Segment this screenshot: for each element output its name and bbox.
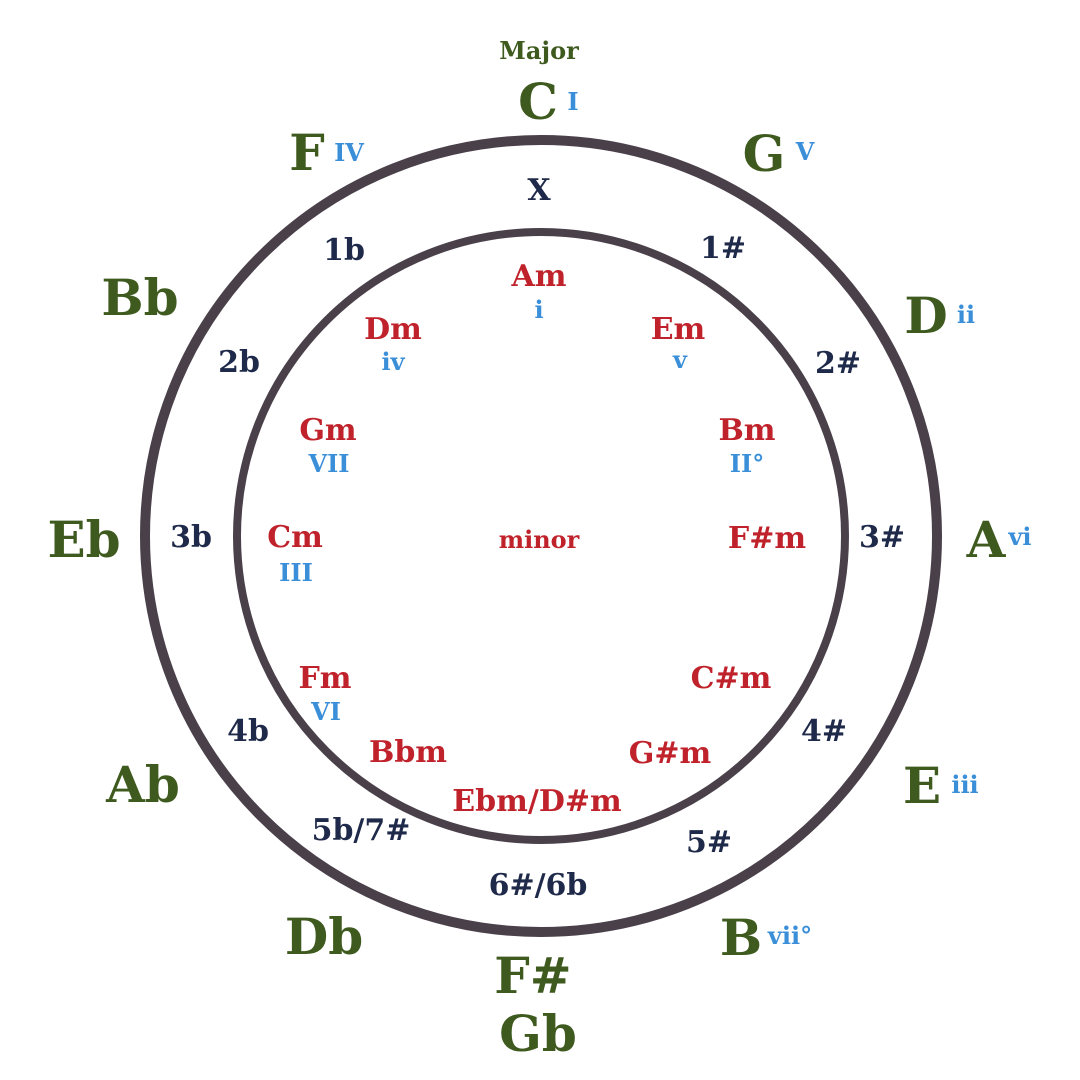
roman-c: I — [567, 87, 579, 116]
minor-key-bm: Bm — [718, 413, 776, 448]
minor-key-fm: Fm — [298, 661, 352, 696]
minor-key-dm: Dm — [364, 312, 422, 347]
major-title: Major — [499, 36, 579, 65]
minor-key-gm: Gm — [299, 413, 357, 448]
signature-a: 3# — [858, 520, 906, 555]
minor-key-c-sharp-m: C#m — [690, 661, 772, 696]
signature-e: 4# — [800, 714, 848, 749]
outer-ring — [140, 135, 942, 937]
major-key-g-flat: Gb — [499, 1004, 577, 1063]
signature-b: 5# — [685, 825, 733, 860]
signature-e-flat: 3b — [170, 520, 212, 555]
major-key-a: A — [966, 510, 1006, 569]
roman-cm: III — [279, 558, 313, 587]
roman-bm: II° — [729, 449, 765, 478]
major-key-e: E — [902, 756, 942, 815]
roman-f: IV — [334, 138, 364, 167]
signature-c: X — [527, 173, 551, 208]
major-key-d-flat: Db — [284, 907, 364, 966]
signature-d-flat: 5b/7# — [311, 813, 411, 848]
roman-am: i — [534, 295, 544, 324]
major-key-f-sharp: F# — [494, 946, 572, 1005]
roman-em: v — [673, 345, 687, 374]
major-key-e-flat: Eb — [47, 510, 121, 569]
roman-g: V — [795, 137, 815, 166]
major-key-a-flat: Ab — [106, 755, 180, 814]
signature-d: 2# — [814, 346, 862, 381]
roman-fm: VI — [311, 697, 341, 726]
inner-ring — [233, 228, 849, 844]
minor-key-cm: Cm — [267, 520, 323, 555]
roman-e: iii — [951, 770, 979, 799]
major-key-d: D — [904, 286, 948, 345]
minor-key-g-sharp-m: G#m — [628, 736, 712, 771]
roman-a: vi — [1008, 522, 1032, 551]
major-key-b-flat: Bb — [101, 268, 179, 327]
signature-f: 1b — [323, 233, 365, 268]
minor-key-ebm-d-sharp-m: Ebm/D#m — [452, 784, 622, 819]
major-key-c: C — [518, 72, 558, 131]
roman-gm: VII — [308, 449, 350, 478]
major-key-g: G — [742, 124, 786, 183]
minor-title: minor — [498, 525, 580, 554]
major-key-f: F — [289, 123, 325, 182]
signature-g: 1# — [699, 231, 747, 266]
major-key-b: B — [719, 908, 763, 967]
signature-a-flat: 4b — [227, 714, 269, 749]
signature-b-flat: 2b — [218, 345, 260, 380]
roman-b: vii° — [767, 921, 813, 950]
roman-d: ii — [956, 300, 976, 329]
roman-dm: iv — [381, 347, 405, 376]
signature-f-sharp: 6#/6b — [488, 868, 588, 903]
minor-key-f-sharp-m: F#m — [727, 521, 807, 556]
minor-key-bbm: Bbm — [368, 735, 448, 770]
minor-key-am: Am — [511, 259, 567, 294]
minor-key-em: Em — [650, 312, 706, 347]
